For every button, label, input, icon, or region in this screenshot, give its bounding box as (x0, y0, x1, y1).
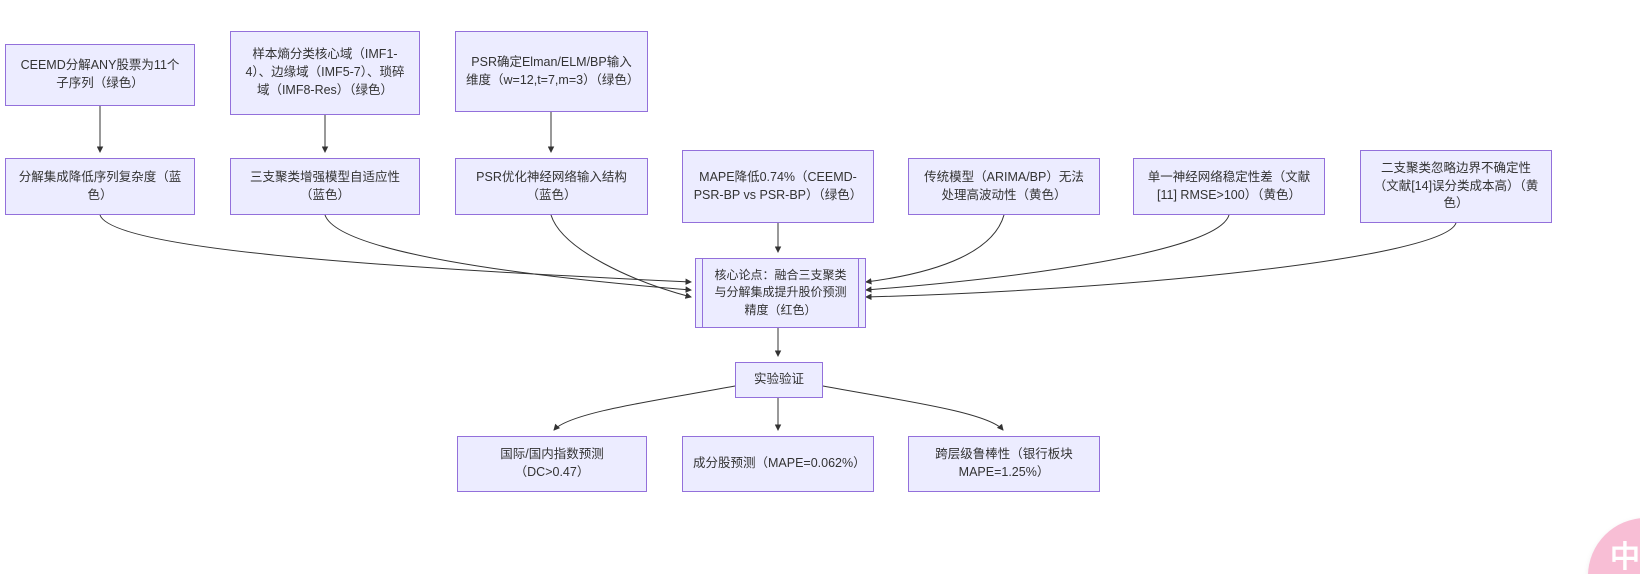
node-label: 核心论点：融合三支聚类与分解集成提升股价预测精度（红色） (714, 268, 847, 317)
node-label: 跨层级鲁棒性（银行板块 MAPE=1.25%） (935, 447, 1073, 479)
node-mape-improvement: MAPE降低0.74%（CEEMD-PSR-BP vs PSR-BP）（绿色） (682, 150, 874, 223)
node-decomp-complexity: 分解集成降低序列复杂度（蓝色） (5, 158, 195, 215)
node-sample-entropy: 样本熵分类核心域（IMF1-4）、边缘域（IMF5-7）、琐碎域（IMF8-Re… (230, 31, 420, 115)
node-cross-level-robustness: 跨层级鲁棒性（银行板块 MAPE=1.25%） (908, 436, 1100, 492)
node-twoway-limit: 二支聚类忽略边界不确定性（文献[14]误分类成本高）（黄色） (1360, 150, 1552, 223)
edge-singlenn-to-core (865, 214, 1230, 293)
node-label: 单一神经网络稳定性差（文献[11] RMSE>100）（黄色） (1147, 169, 1311, 202)
node-label: PSR确定Elman/ELM/BP输入维度（w=12,t=7,m=3）（绿色） (466, 54, 640, 87)
edge-decomp-to-core (99, 214, 692, 285)
translate-badge-label: 中A (1610, 541, 1640, 574)
node-label: 分解集成降低序列复杂度（蓝色） (18, 169, 182, 202)
node-label: 三支聚类增强模型自适应性（蓝色） (249, 169, 400, 202)
node-psr-input-dim: PSR确定Elman/ELM/BP输入维度（w=12,t=7,m=3）（绿色） (455, 31, 648, 112)
edge-experiment-to-index (553, 385, 736, 431)
node-label: CEEMD分解ANY股票为11个子序列（绿色） (20, 58, 180, 90)
node-label: 成分股预测（MAPE=0.062%） (693, 456, 866, 471)
node-psr-structure: PSR优化神经网络输入结构（蓝色） (455, 158, 648, 215)
edge-twoway-to-core (865, 222, 1457, 301)
node-label: MAPE降低0.74%（CEEMD-PSR-BP vs PSR-BP）（绿色） (693, 169, 863, 202)
translate-float-button[interactable]: 中A (1588, 518, 1640, 574)
node-label: 二支聚类忽略边界不确定性（文献[14]误分类成本高）（黄色） (1373, 160, 1539, 211)
node-traditional-limit: 传统模型（ARIMA/BP）无法处理高波动性（黄色） (908, 158, 1100, 215)
node-single-nn-limit: 单一神经网络稳定性差（文献[11] RMSE>100）（黄色） (1133, 158, 1325, 215)
node-label: 国际/国内指数预测（DC>0.47） (500, 447, 604, 479)
node-ceemd-decompose: CEEMD分解ANY股票为11个子序列（绿色） (5, 44, 195, 106)
edge-experiment-to-robustness (822, 385, 1004, 431)
node-label: 传统模型（ARIMA/BP）无法处理高波动性（黄色） (924, 169, 1084, 202)
node-index-prediction: 国际/国内指数预测（DC>0.47） (457, 436, 647, 492)
node-threeway-adaptive: 三支聚类增强模型自适应性（蓝色） (230, 158, 420, 215)
node-experiment-validation: 实验验证 (735, 362, 823, 398)
node-label: PSR优化神经网络输入结构（蓝色） (476, 169, 627, 202)
node-core-thesis: 核心论点：融合三支聚类与分解集成提升股价预测精度（红色） (695, 258, 866, 328)
edge-threeway-to-core (324, 214, 692, 293)
node-label: 样本熵分类核心域（IMF1-4）、边缘域（IMF5-7）、琐碎域（IMF8-Re… (245, 47, 405, 97)
edge-psrstruct-to-core (550, 214, 692, 299)
node-label: 实验验证 (753, 372, 804, 387)
node-constituent-prediction: 成分股预测（MAPE=0.062%） (682, 436, 874, 492)
edge-traditional-to-core (865, 214, 1005, 285)
